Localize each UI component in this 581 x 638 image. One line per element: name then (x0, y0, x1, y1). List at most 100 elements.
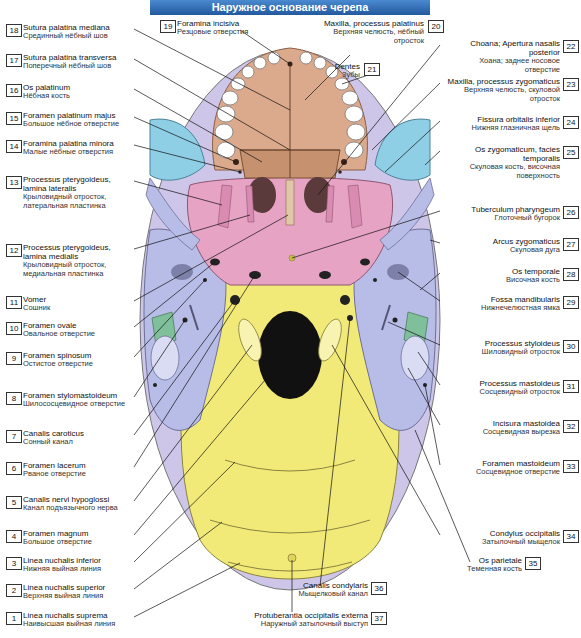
leader-line (425, 151, 440, 165)
tooth (345, 142, 363, 158)
pterygoid-plate (326, 186, 334, 222)
styloid-process (382, 305, 390, 330)
leader-line (134, 320, 185, 397)
part-label: Foramen spinosumОстистое отверстие (23, 351, 133, 369)
latin-name: Os temporale (442, 267, 560, 276)
leader-lines (134, 29, 470, 617)
foramen (373, 278, 377, 282)
callout-number: 16 (6, 84, 22, 97)
callout-number: 2 (6, 584, 22, 597)
callout-number: 4 (6, 530, 22, 543)
part-label: VomerСошник (23, 295, 133, 313)
tooth (345, 106, 363, 122)
part-label: Os parietaleТеменная кость (430, 556, 522, 574)
mastoid-process (151, 336, 179, 380)
part-label: Processus pterygoideus, lamina medialisК… (23, 243, 133, 278)
russian-name: Сосцевидное отверстие (442, 468, 560, 477)
foramen (338, 170, 342, 174)
callout-number: 33 (563, 460, 579, 473)
russian-name: Большое отверстие (23, 538, 133, 547)
tooth (342, 91, 358, 105)
russian-name: Глоточный бугорок (442, 214, 560, 223)
part-label: Condylus occipitalisЗатылочный мыщелок (442, 529, 560, 547)
callout-number: 26 (563, 206, 579, 219)
callout-number: 11 (6, 296, 22, 309)
latin-name: Tuberculum pharyngeum (442, 205, 560, 214)
tooth (222, 91, 238, 105)
latin-name: Maxilla, processus zygomaticus (442, 77, 560, 86)
foramen (319, 271, 331, 279)
latin-name: Canalis caroticus (23, 429, 133, 438)
russian-name: Сосцевидный отросток (442, 388, 560, 397)
mandibular-fossa (171, 264, 193, 280)
latin-name: Protuberantia occipitalis externa (198, 611, 368, 620)
russian-name: Нижнечелюстная ямка (442, 304, 560, 313)
latin-name: Fossa mandibularis (442, 295, 560, 304)
russian-name: Зубы (300, 71, 360, 80)
latin-name: Sutura palatina transversa (23, 53, 133, 62)
callout-number: 9 (6, 352, 22, 365)
leader-line (332, 345, 440, 535)
latin-name: Incisura mastoidea (442, 419, 560, 428)
russian-name: Крыловидный отросток, медиальная пластин… (23, 261, 133, 278)
callout-number: 31 (563, 380, 579, 393)
russian-name: Верхняя челюсть, скуловой отросток (442, 86, 560, 103)
nuchal-line (225, 460, 355, 471)
tooth (254, 57, 266, 69)
leader-line (134, 215, 250, 249)
foramen (360, 259, 370, 266)
latin-name: Foramen stylomastoideum (23, 391, 133, 400)
pterygoid-plate (246, 186, 254, 222)
callout-number: 15 (6, 112, 22, 125)
pterygoid-plate (348, 185, 362, 228)
leader-line (408, 368, 440, 425)
part-label: Linea nuchalis superiorВерхняя выйная ли… (23, 583, 133, 601)
russian-name: Височная кость (442, 276, 560, 285)
latin-name: Sutura palatina mediana (23, 23, 133, 32)
leader-line (385, 121, 440, 172)
latin-name: Foramina palatina minora (23, 139, 133, 148)
tooth (231, 78, 245, 90)
part-label: Os temporaleВисочная кость (442, 267, 560, 285)
tooth (268, 52, 280, 64)
callout-number: 12 (6, 244, 22, 257)
part-label: Incisura mastoideaСосцевидная вырезка (442, 419, 560, 437)
leader-line (134, 59, 290, 150)
callout-number: 30 (563, 340, 579, 353)
nuchal-line (210, 520, 370, 533)
latin-name: Dentes (300, 62, 360, 71)
russian-name: Теменная кость (430, 565, 522, 574)
latin-name: Processus styloideus (442, 339, 560, 348)
callout-number: 35 (525, 557, 541, 570)
russian-name: Крыловидный отросток, латеральная пласти… (23, 193, 133, 210)
leader-line (372, 83, 440, 150)
callout-number: 21 (364, 63, 380, 76)
part-label: Foramina incisivaРезцовые отверстия (177, 19, 267, 37)
russian-name: Скуловая кость, височная поверхность (442, 163, 560, 180)
part-label: Foramen palatinum majusБольшое нёбное от… (23, 111, 133, 129)
leader-line (292, 560, 293, 612)
latin-name: Linea nuchalis superior (23, 583, 133, 592)
callout-number: 17 (6, 54, 22, 67)
nuchal-line (228, 562, 352, 571)
palatine-suture (290, 62, 291, 178)
zygomatic-arch (146, 178, 200, 250)
russian-name: Сосцевидная вырезка (442, 428, 560, 437)
part-label: Canalis nervi hypoglossiКанал подъязычно… (23, 495, 133, 513)
callout-number: 32 (563, 420, 579, 433)
mastoid-process (401, 336, 429, 380)
part-label: Foramen mastoideumСосцевидное отверстие (442, 459, 560, 477)
leader-line (134, 117, 236, 162)
leader-line (425, 385, 440, 465)
latin-name: Condylus occipitalis (442, 529, 560, 538)
russian-name: Наружный затылочный выступ (198, 620, 368, 629)
latin-name: Os parietale (430, 556, 522, 565)
latin-name: Canalis condylaris (258, 581, 368, 590)
leader-line (320, 318, 350, 586)
russian-name: Наивысшая выйная линия (23, 620, 133, 629)
leader-line (134, 380, 265, 535)
russian-name: Поперечный нёбный шов (23, 62, 133, 71)
latin-name: Os palatinum (23, 83, 133, 92)
callout-number: 22 (563, 40, 579, 53)
latin-name: Choana; Apertura nasalis posterior (442, 39, 560, 57)
